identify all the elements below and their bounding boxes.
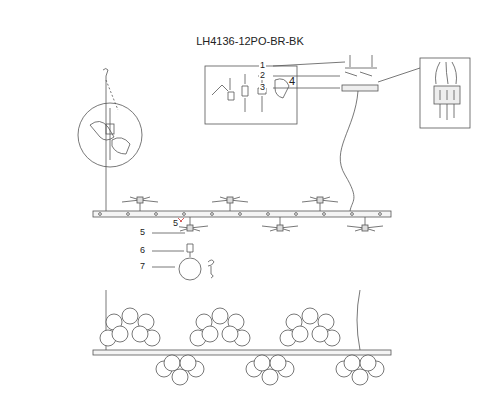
glass-globe — [172, 369, 188, 385]
glass-globe — [132, 326, 148, 342]
bulb-holder — [172, 217, 208, 231]
glass-globe — [312, 326, 328, 342]
canopy — [342, 85, 378, 91]
bulb-holders — [122, 197, 383, 231]
callout-number: 5 — [172, 219, 179, 228]
bulb — [208, 260, 214, 278]
detail-inset — [205, 66, 297, 124]
leader-line — [152, 233, 185, 234]
hook — [103, 69, 108, 77]
screws — [345, 55, 377, 68]
glass-globe — [292, 326, 308, 342]
bar-hole — [211, 213, 214, 216]
leader-line — [106, 80, 118, 110]
bulb-holder — [347, 217, 383, 231]
bar-hole — [239, 213, 242, 216]
glass-globe — [202, 326, 218, 342]
glass-globe — [254, 355, 270, 371]
glass-globe — [180, 355, 196, 371]
gripper — [106, 124, 114, 134]
glass-globe — [212, 308, 228, 324]
glass-globe — [179, 258, 201, 280]
callout-number: 2 — [259, 71, 266, 80]
callout-number: 5 — [139, 228, 146, 237]
mounting-bracket — [345, 72, 372, 76]
bar-hole — [351, 213, 354, 216]
detail-inset — [420, 58, 470, 128]
bar-hole — [295, 213, 298, 216]
power-cable — [340, 91, 358, 211]
glass-globe — [360, 355, 376, 371]
bar-holes — [99, 213, 382, 216]
bar-hole — [323, 213, 326, 216]
callout-number: 7 — [139, 262, 146, 271]
bar — [93, 211, 391, 217]
bar-hole — [127, 213, 130, 216]
callout-number: 4 — [288, 76, 296, 87]
glass-globe — [164, 355, 180, 371]
power-cable — [357, 290, 360, 350]
bar-hole — [155, 213, 158, 216]
bar-hole — [379, 213, 382, 216]
leader-line — [273, 62, 345, 66]
glass-globe — [112, 326, 128, 342]
bar-hole — [99, 213, 102, 216]
leader-line — [152, 267, 175, 268]
cable — [106, 76, 107, 211]
model-title: LH4136-12PO-BR-BK — [195, 36, 305, 47]
callout-number: 1 — [259, 61, 266, 70]
callout-number: 6 — [139, 246, 146, 255]
glass-globe — [344, 355, 360, 371]
glass-globe — [222, 326, 238, 342]
screw — [187, 244, 193, 257]
mounting-steps — [212, 74, 289, 112]
glass-globe — [122, 308, 138, 324]
terminal-wires — [440, 90, 454, 120]
detail-inset — [78, 103, 142, 167]
bar-hole — [267, 213, 270, 216]
wires — [436, 62, 457, 84]
glass-globe — [352, 369, 368, 385]
glass-globe — [270, 355, 286, 371]
leader-line — [378, 68, 420, 82]
glass-globe — [302, 308, 318, 324]
bar — [93, 350, 391, 355]
bulb-holder — [302, 197, 338, 211]
bulb-holder — [262, 217, 298, 231]
bar-hole — [183, 213, 186, 216]
leader-line — [152, 251, 184, 252]
glass-globe — [262, 369, 278, 385]
leader-line — [273, 88, 340, 89]
glass-globes — [100, 308, 384, 385]
leader-line — [273, 76, 340, 77]
bulb-holder — [122, 197, 158, 211]
callout-number: 3 — [259, 83, 266, 92]
bulb-holder — [212, 197, 248, 211]
